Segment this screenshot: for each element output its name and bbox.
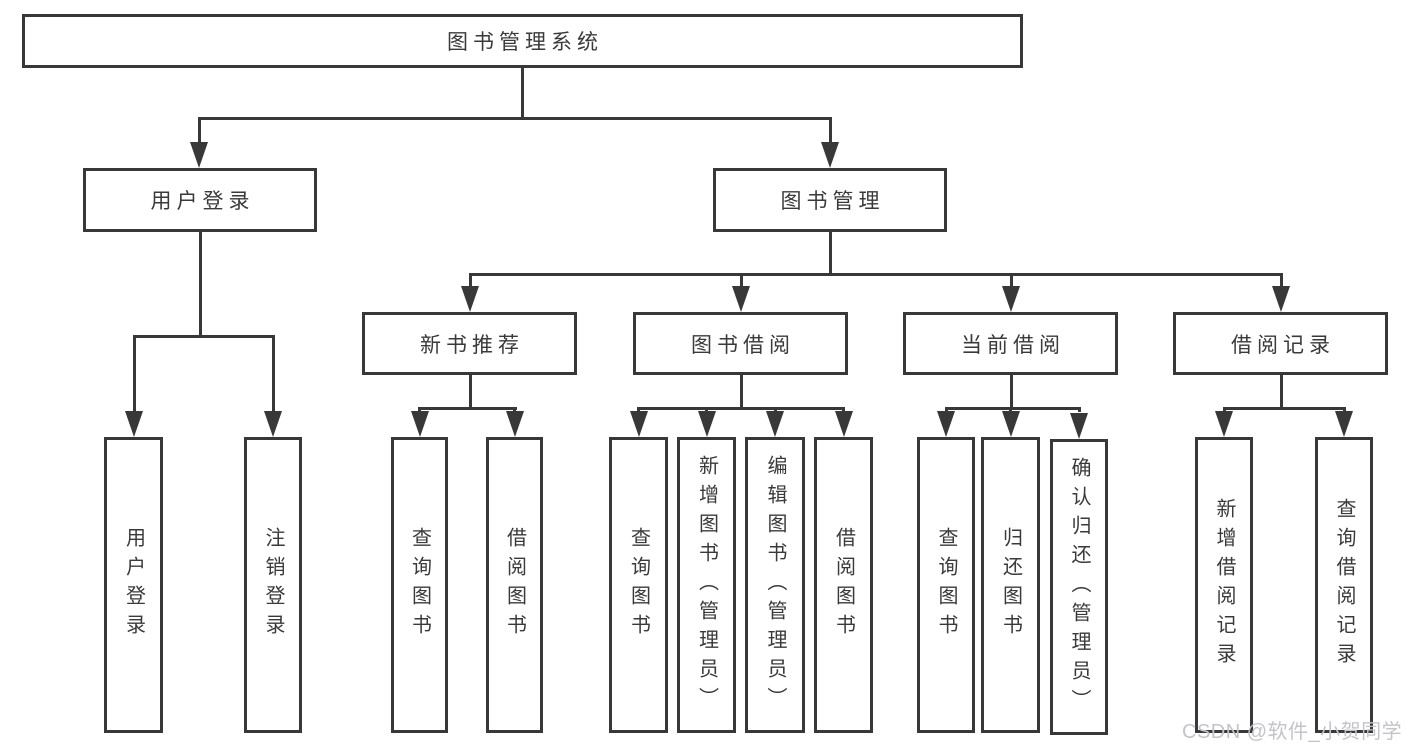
leaf-return-books: 归还图书 <box>981 437 1040 733</box>
edge-to-borrow-books-recommend <box>513 407 516 412</box>
edge-to-query-books-borrowing <box>637 407 640 412</box>
arrowhead-leaf-logout <box>264 411 282 437</box>
edge-to-add-borrow-record <box>1222 407 1226 412</box>
leaf-logout-label: 注销登录 <box>262 527 284 643</box>
edge-to-book-management <box>828 117 832 143</box>
edge-to-leaf-logout <box>271 335 275 412</box>
edge-to-confirm-return-admin <box>1077 407 1081 412</box>
edge-recommendation-stub <box>468 375 472 410</box>
node-current-borrowing-label: 当前借阅 <box>961 333 1065 357</box>
edge-user-login-stub <box>198 232 202 338</box>
leaf-user-login-label: 用户登录 <box>122 527 145 643</box>
arrowhead-query-books-current <box>937 411 955 437</box>
edge-to-add-book-admin <box>705 407 708 412</box>
edge-current-rail <box>944 407 1081 410</box>
edge-to-query-books-current <box>944 407 948 412</box>
edge-borrowing-stub <box>739 375 743 410</box>
edge-to-return-books <box>1009 407 1012 412</box>
edge-records-rail <box>1222 407 1346 410</box>
leaf-query-books-current-label: 查询图书 <box>935 527 957 643</box>
node-current-borrowing: 当前借阅 <box>903 312 1118 375</box>
edge-borrowing-rail <box>637 407 845 410</box>
arrowhead-new-book-recommendation <box>460 286 479 312</box>
leaf-confirm-return-admin: 确认归还（管理员） <box>1050 439 1108 735</box>
leaf-add-book-admin: 新增图书（管理员） <box>677 437 736 733</box>
edge-to-new-book-recommendation <box>468 273 472 287</box>
node-book-management-label: 图书管理 <box>780 190 885 213</box>
edge-to-user-login <box>197 117 201 143</box>
leaf-user-login: 用户登录 <box>104 437 163 733</box>
arrowhead-borrowing-records <box>1271 286 1290 312</box>
arrowhead-query-books-recommend <box>410 411 429 437</box>
leaf-borrow-books-recommend: 借阅图书 <box>486 437 543 733</box>
node-user-login: 用户登录 <box>83 168 317 232</box>
leaf-query-books-borrowing-label: 查询图书 <box>627 527 650 643</box>
edge-root-stub <box>521 68 524 120</box>
edge-to-current-borrowing <box>1009 273 1013 287</box>
arrowhead-confirm-return-admin <box>1070 413 1088 439</box>
edge-to-query-books-recommend <box>418 407 421 412</box>
leaf-add-borrow-record-label: 新增借阅记录 <box>1213 498 1235 672</box>
leaf-borrow-books-borrowing-label: 借阅图书 <box>832 527 855 643</box>
leaf-query-books-recommend-label: 查询图书 <box>408 527 431 643</box>
node-new-book-recommendation-label: 新书推荐 <box>420 333 524 357</box>
node-book-borrowing-label: 图书借阅 <box>691 333 795 357</box>
leaf-query-books-recommend: 查询图书 <box>391 437 448 733</box>
leaf-query-borrow-record-label: 查询借阅记录 <box>1333 498 1355 672</box>
leaf-add-book-admin-label: 新增图书（管理员） <box>695 454 718 716</box>
leaf-query-books-current: 查询图书 <box>917 437 975 733</box>
edge-user-login-rail <box>132 335 275 338</box>
arrowhead-return-books <box>1001 411 1020 437</box>
arrowhead-edit-book-admin <box>766 411 784 437</box>
node-book-management: 图书管理 <box>713 168 947 232</box>
edge-to-borrow-books-borrowing <box>842 407 845 412</box>
edge-book-management-stub <box>828 232 832 276</box>
edge-to-book-borrowing <box>739 273 743 287</box>
leaf-add-borrow-record: 新增借阅记录 <box>1195 437 1253 733</box>
edge-to-edit-book-admin <box>773 407 777 412</box>
edge-records-stub <box>1279 375 1283 410</box>
csdn-watermark: CSDN @软件_小贺同学 <box>1182 721 1403 743</box>
arrowhead-borrow-books-recommend <box>505 411 524 437</box>
edge-level3-rail <box>468 273 1283 276</box>
leaf-confirm-return-admin-label: 确认归还（管理员） <box>1068 456 1090 718</box>
edge-to-borrowing-records <box>1279 273 1283 287</box>
leaf-borrow-books-borrowing: 借阅图书 <box>814 437 873 733</box>
node-borrowing-records-label: 借阅记录 <box>1231 333 1335 357</box>
arrowhead-leaf-user-login <box>125 411 143 437</box>
node-borrowing-records: 借阅记录 <box>1173 312 1388 375</box>
leaf-query-books-borrowing: 查询图书 <box>609 437 668 733</box>
edge-current-stub <box>1009 375 1013 410</box>
node-book-borrowing: 图书借阅 <box>633 312 848 375</box>
node-root: 图书管理系统 <box>22 14 1023 68</box>
leaf-edit-book-admin-label: 编辑图书（管理员） <box>764 454 786 716</box>
leaf-borrow-books-recommend-label: 借阅图书 <box>503 527 526 643</box>
arrowhead-book-management <box>821 142 839 168</box>
leaf-query-borrow-record: 查询借阅记录 <box>1315 437 1373 733</box>
arrowhead-query-borrow-record <box>1335 411 1353 437</box>
leaf-return-books-label: 归还图书 <box>999 527 1022 643</box>
leaf-edit-book-admin: 编辑图书（管理员） <box>745 437 805 733</box>
edge-to-query-borrow-record <box>1342 407 1346 412</box>
arrowhead-add-book-admin <box>697 411 716 437</box>
edge-level2-rail <box>197 117 832 120</box>
arrowhead-borrow-books-borrowing <box>834 411 853 437</box>
arrowhead-query-books-borrowing <box>629 411 648 437</box>
arrowhead-user-login <box>190 142 208 168</box>
arrowhead-book-borrowing <box>731 286 750 312</box>
leaf-logout: 注销登录 <box>244 437 302 733</box>
edge-to-leaf-user-login <box>132 335 136 412</box>
node-user-login-label: 用户登录 <box>150 190 255 213</box>
edge-recommendation-rail <box>418 407 517 410</box>
node-new-book-recommendation: 新书推荐 <box>362 312 577 375</box>
arrowhead-current-borrowing <box>1001 286 1020 312</box>
arrowhead-add-borrow-record <box>1215 411 1233 437</box>
node-root-label: 图书管理系统 <box>447 31 603 54</box>
